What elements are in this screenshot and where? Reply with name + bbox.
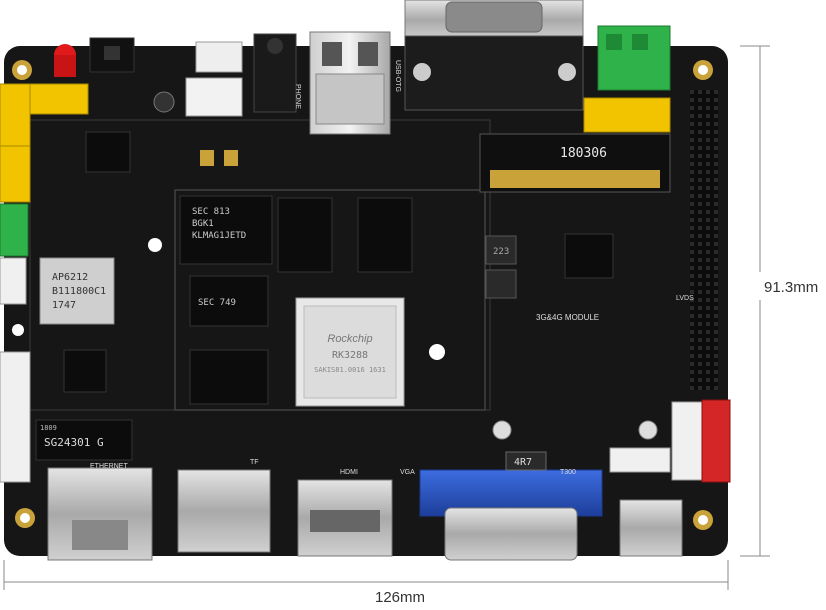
module-label: 180306 bbox=[560, 146, 607, 161]
tf-card-slot bbox=[177, 469, 271, 553]
white-header-top bbox=[195, 41, 243, 73]
label-hdmi: HDMI bbox=[340, 469, 358, 476]
yellow-header-left-2 bbox=[0, 145, 31, 203]
soc-code-label: SAKIS81.0016 1631 bbox=[314, 366, 386, 374]
label-usb-otg: USB-OTG bbox=[394, 60, 401, 92]
hdmi-port bbox=[297, 479, 393, 557]
width-dimension-label: 126mm bbox=[374, 589, 426, 606]
power-button bbox=[89, 37, 135, 73]
dimension-vertical bbox=[740, 45, 770, 557]
white-header-2 bbox=[185, 77, 243, 117]
ic-small-3 bbox=[564, 233, 614, 279]
ram-chip-2 bbox=[357, 197, 413, 273]
vga-port bbox=[419, 469, 603, 561]
ram-chip-4 bbox=[189, 349, 269, 405]
label-4g-module: 3G&4G MODULE bbox=[536, 313, 599, 322]
yellow-header-left-top bbox=[29, 83, 89, 115]
white-connector-right bbox=[671, 401, 705, 481]
label-lvds: LVDS bbox=[676, 295, 694, 302]
wifi-label-2: B111800C1 bbox=[52, 286, 106, 297]
flash-label-2: BGK1 bbox=[192, 219, 214, 229]
ethernet-port bbox=[47, 467, 153, 561]
label-ethernet: ETHERNET bbox=[90, 463, 128, 470]
yellow-header-right bbox=[583, 97, 671, 133]
led-red bbox=[54, 44, 76, 77]
serial-db9 bbox=[404, 0, 584, 111]
soc-model-label: RK3288 bbox=[332, 350, 368, 361]
ic-small-1 bbox=[85, 131, 131, 173]
red-connector bbox=[701, 399, 731, 483]
flash-chip: SEC 813 BGK1 KLMAG1JETD bbox=[179, 195, 273, 265]
label-phone: PHONE bbox=[294, 84, 301, 109]
mounting-holes bbox=[12, 60, 713, 530]
power-jack bbox=[619, 499, 683, 557]
inductor-1 bbox=[485, 235, 517, 265]
buzzer bbox=[153, 91, 175, 113]
terminal-block-green bbox=[597, 25, 671, 91]
soc-brand-label: Rockchip bbox=[327, 333, 372, 345]
white-header-left-2 bbox=[0, 351, 31, 483]
flash-label-3: KLMAG1JETD bbox=[192, 231, 246, 241]
capacitor-2 bbox=[224, 150, 238, 166]
inductor-small-label: 223 bbox=[493, 247, 509, 257]
height-dimension-label: 91.3mm bbox=[764, 279, 819, 296]
label-vga: VGA bbox=[400, 469, 415, 476]
module-slot: 180306 bbox=[479, 133, 671, 193]
flash-label-1: SEC 813 bbox=[192, 207, 230, 217]
ram-chip-3: SEC 749 bbox=[189, 275, 269, 327]
wifi-module: AP6212 B111800C1 1747 bbox=[39, 257, 115, 325]
inductor-4r7-label: 4R7 bbox=[514, 457, 532, 468]
wifi-label-3: 1747 bbox=[52, 300, 76, 311]
ic-small-2 bbox=[63, 349, 107, 393]
soc-chip: Rockchip RK3288 SAKIS81.0016 1631 bbox=[295, 297, 405, 407]
ram-chip-1 bbox=[277, 197, 333, 273]
usb-port bbox=[309, 31, 391, 135]
yellow-header-left-1 bbox=[0, 83, 31, 147]
white-header-left bbox=[0, 257, 27, 305]
dram-label-1: SEC 749 bbox=[198, 298, 236, 308]
ethernet-transformer: 1809 SG24301 G bbox=[35, 419, 133, 461]
eth-chip-label: SG24301 G bbox=[44, 436, 104, 449]
wifi-label-1: AP6212 bbox=[52, 272, 88, 283]
eth-code-label: 1809 bbox=[40, 424, 57, 432]
capacitor-1 bbox=[200, 150, 214, 166]
green-header-left bbox=[0, 203, 29, 257]
white-connector-bottom bbox=[609, 447, 671, 473]
label-t300: T300 bbox=[560, 469, 576, 476]
label-tf: TF bbox=[250, 459, 259, 466]
pin-header-right bbox=[690, 90, 718, 390]
audio-jack bbox=[253, 33, 297, 113]
inductor-2 bbox=[485, 269, 517, 299]
dimension-horizontal bbox=[3, 560, 729, 590]
inductor-4r7 bbox=[505, 451, 547, 471]
